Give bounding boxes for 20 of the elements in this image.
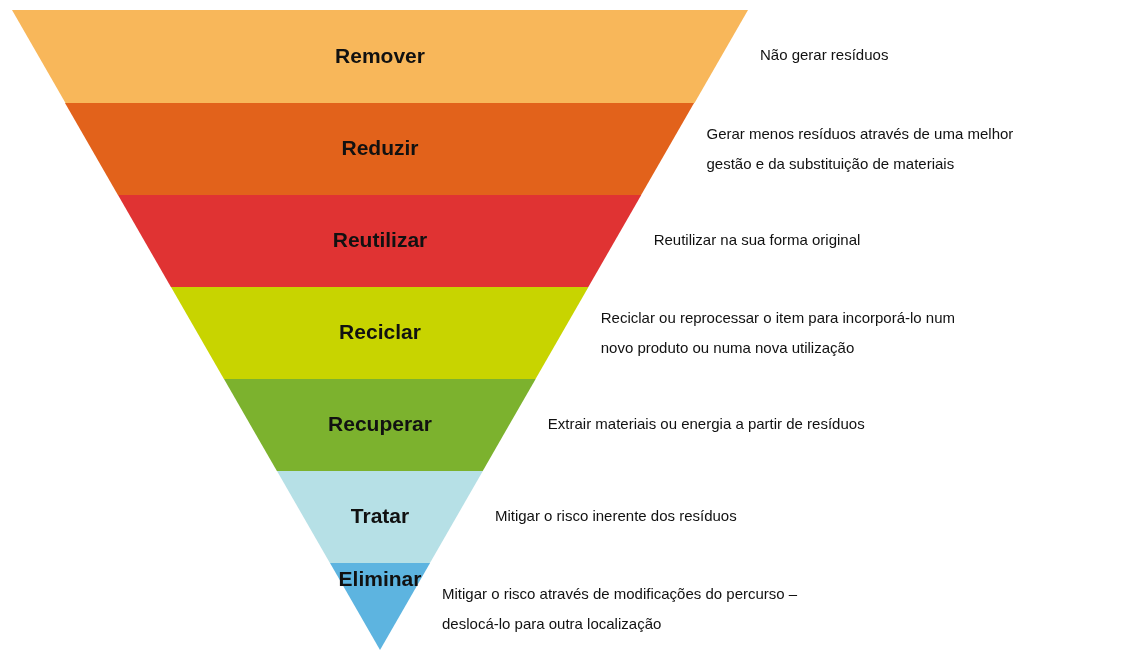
level-description: Reutilizar na sua forma original (653, 230, 862, 250)
level-title: Eliminar (337, 567, 423, 591)
hierarchy-level-band (118, 195, 642, 287)
hierarchy-level-band (224, 379, 536, 471)
hierarchy-level-band (277, 471, 483, 563)
hierarchy-level-band (171, 287, 589, 379)
level-title: Reduzir (340, 136, 420, 160)
hierarchy-level-band (65, 103, 695, 195)
level-description: Mitigar o risco inerente dos resíduos (494, 506, 738, 526)
level-title: Recuperar (327, 412, 433, 436)
level-title: Reutilizar (331, 228, 429, 252)
level-title: Remover (334, 43, 426, 68)
level-title: Tratar (349, 504, 411, 528)
level-description: Extrair materiais ou energia a partir de resíduos (547, 414, 866, 434)
level-description: Gerar menos resíduos através de uma melhor gestão e da substituição de materiais (706, 124, 1015, 174)
level-description: Reciclar ou reprocessar o item para incorporá-lo num novo produto ou numa nova utilização (600, 308, 957, 358)
level-title: Reciclar (338, 320, 422, 344)
hierarchy-level-band (12, 10, 748, 103)
level-description: Não gerar resíduos (760, 45, 890, 65)
level-description: Mitigar o risco através de modificações do percurso – deslocá-lo para outra localização (442, 584, 799, 634)
